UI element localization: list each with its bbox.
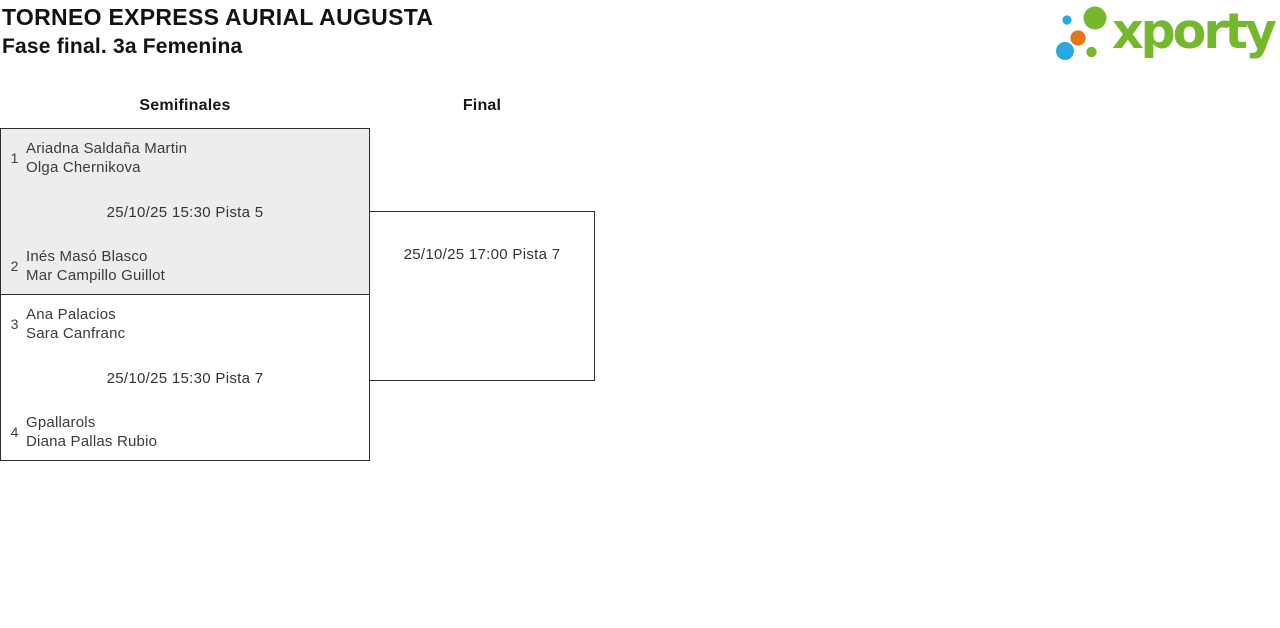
player-name: Mar Campillo Guillot (26, 267, 166, 284)
player-name: Gpallarols (26, 414, 96, 431)
match-schedule: 25/10/25 17:00 Pista 7 (403, 246, 561, 263)
team-players: Inés Masó Blasco Mar Campillo Guillot (26, 247, 165, 285)
logo-dot-large-green (1083, 6, 1107, 30)
logo-dot-small-green (1086, 46, 1097, 58)
semifinals-column: 1 Ariadna Saldaña Martin Olga Chernikova… (0, 128, 370, 461)
logo-wordmark: xporty (1112, 3, 1277, 60)
header: TORNEO EXPRESS AURIAL AUGUSTA Fase final… (2, 2, 433, 62)
player-name: Sara Canfranc (26, 325, 126, 342)
team-players: Gpallarols Diana Pallas Rubio (26, 413, 157, 451)
team-seed-3: 3 Ana Palacios Sara Canfranc (1, 305, 126, 343)
xporty-logo[interactable]: xporty (1048, 0, 1280, 72)
player-name: Olga Chernikova (26, 159, 141, 176)
match-schedule: 25/10/25 15:30 Pista 7 (106, 370, 264, 387)
logo-dot-orange (1070, 30, 1086, 46)
tournament-title: TORNEO EXPRESS AURIAL AUGUSTA (2, 4, 434, 30)
column-header-semifinales: Semifinales (139, 97, 231, 114)
seed-number: 3 (10, 316, 19, 332)
team-players: Ariadna Saldaña Martin Olga Chernikova (26, 139, 187, 177)
team-seed-4: 4 Gpallarols Diana Pallas Rubio (1, 413, 157, 451)
player-name: Inés Masó Blasco (26, 248, 148, 265)
team-players: Ana Palacios Sara Canfranc (26, 305, 125, 343)
final-match[interactable]: 25/10/25 17:00 Pista 7 (369, 211, 595, 381)
logo-dot-small-blue (1062, 15, 1072, 25)
seed-number: 1 (10, 150, 19, 166)
team-seed-1: 1 Ariadna Saldaña Martin Olga Chernikova (1, 139, 187, 177)
column-header-final: Final (462, 97, 502, 114)
player-name: Diana Pallas Rubio (26, 433, 158, 450)
team-seed-2: 2 Inés Masó Blasco Mar Campillo Guillot (1, 247, 165, 285)
seed-number: 4 (10, 424, 19, 440)
player-name: Ariadna Saldaña Martin (26, 140, 188, 157)
logo-dot-large-blue (1056, 42, 1074, 60)
semifinal-match-2[interactable]: 3 Ana Palacios Sara Canfranc 25/10/25 15… (0, 294, 370, 461)
player-name: Ana Palacios (26, 306, 116, 323)
semifinal-match-1[interactable]: 1 Ariadna Saldaña Martin Olga Chernikova… (0, 128, 370, 295)
seed-number: 2 (10, 258, 19, 274)
match-schedule: 25/10/25 15:30 Pista 5 (106, 204, 264, 221)
phase-subtitle: Fase final. 3a Femenina (2, 35, 243, 58)
